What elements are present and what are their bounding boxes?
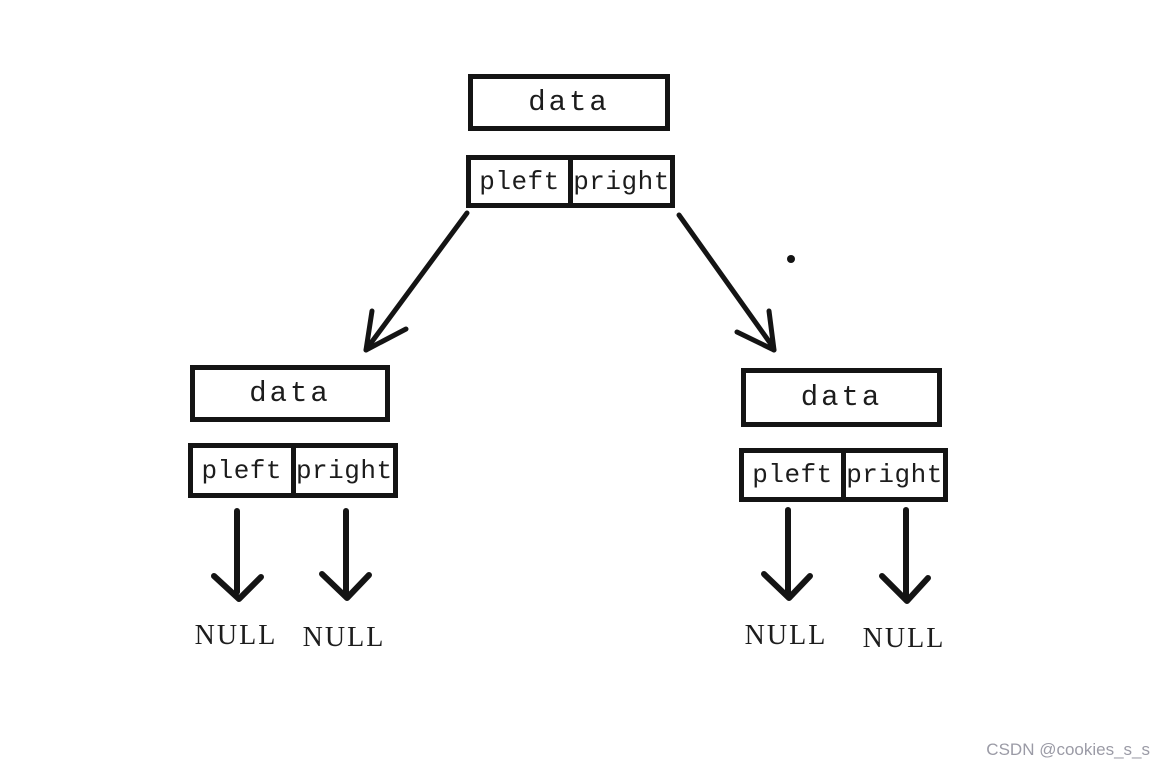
left-child-pointer-box: pleft pright	[188, 443, 398, 498]
root-node-pointer-box: pleft pright	[466, 155, 675, 208]
root-node-data-box: data	[468, 74, 670, 131]
right-child-pright-cell: pright	[846, 453, 943, 497]
right-child-data-box: data	[741, 368, 942, 427]
root-node-pleft-label: pleft	[479, 166, 560, 197]
left-child-pleft-null-label: NULL	[194, 620, 278, 651]
root-node-data-label: data	[528, 86, 610, 119]
root-node-pleft-cell: pleft	[471, 160, 573, 203]
right-child-pleft-cell: pleft	[744, 453, 846, 497]
left-child-pleft-cell: pleft	[193, 448, 296, 493]
right-child-pleft-label: pleft	[752, 460, 833, 490]
left-child-data-label: data	[249, 377, 331, 410]
right-child-pright-null-label: NULL	[862, 623, 946, 654]
arrow-right-child-pright-to-null	[879, 507, 931, 604]
right-child-pright-label: pright	[846, 460, 943, 490]
right-child-pointer-box: pleft pright	[739, 448, 948, 502]
right-child-pleft-null-label: NULL	[744, 620, 828, 651]
left-child-pright-cell: pright	[296, 448, 394, 493]
csdn-watermark: CSDN @cookies_s_s	[986, 740, 1150, 759]
root-node-pright-label: pright	[573, 166, 670, 197]
root-node-pright-cell: pright	[573, 160, 670, 203]
left-child-pright-label: pright	[295, 455, 393, 486]
arrow-root-to-right-child	[676, 212, 777, 353]
left-child-data-box: data	[190, 365, 390, 422]
arrow-left-child-pleft-to-null	[211, 508, 264, 602]
arrow-left-child-pright-to-null	[319, 508, 372, 601]
arrow-right-child-pleft-to-null	[761, 507, 813, 601]
right-child-data-label: data	[800, 381, 883, 414]
arrow-root-to-left-child	[363, 210, 470, 353]
left-child-pleft-label: pleft	[201, 455, 282, 486]
left-child-pright-null-label: NULL	[302, 622, 386, 653]
stray-dot	[787, 255, 795, 263]
